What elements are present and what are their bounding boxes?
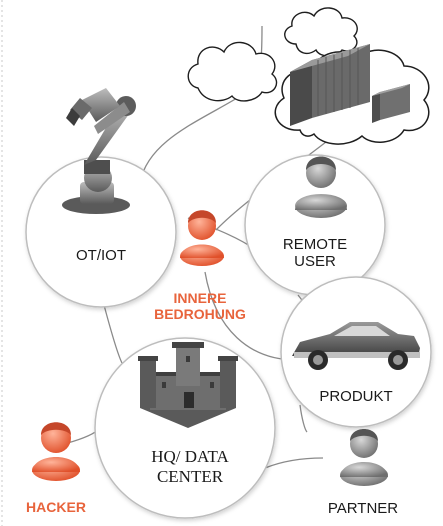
robot-arm-icon [62,88,136,214]
innere-bedrohung-label: INNERE BEDROHUNG [154,290,246,323]
user-icon [295,156,347,218]
hacker-label: HACKER [26,499,86,515]
partner-label: PARTNER [327,500,399,517]
car-icon [292,322,420,370]
remote-user-label: REMOTE USER [282,236,348,271]
hq-data-center-label: HQ/ DATA CENTER [151,447,229,486]
shipping-container-icon [290,44,410,126]
user-icon [180,210,224,266]
user-icon [340,429,388,486]
cloud-icon [284,7,358,57]
ot-iot-label: OT/IOT [76,247,126,264]
produkt-label: PRODUKT [319,388,393,405]
castle-icon [138,342,238,428]
ot-iot-circle [25,156,177,308]
cloud-icon [187,41,278,102]
user-icon [32,422,80,481]
